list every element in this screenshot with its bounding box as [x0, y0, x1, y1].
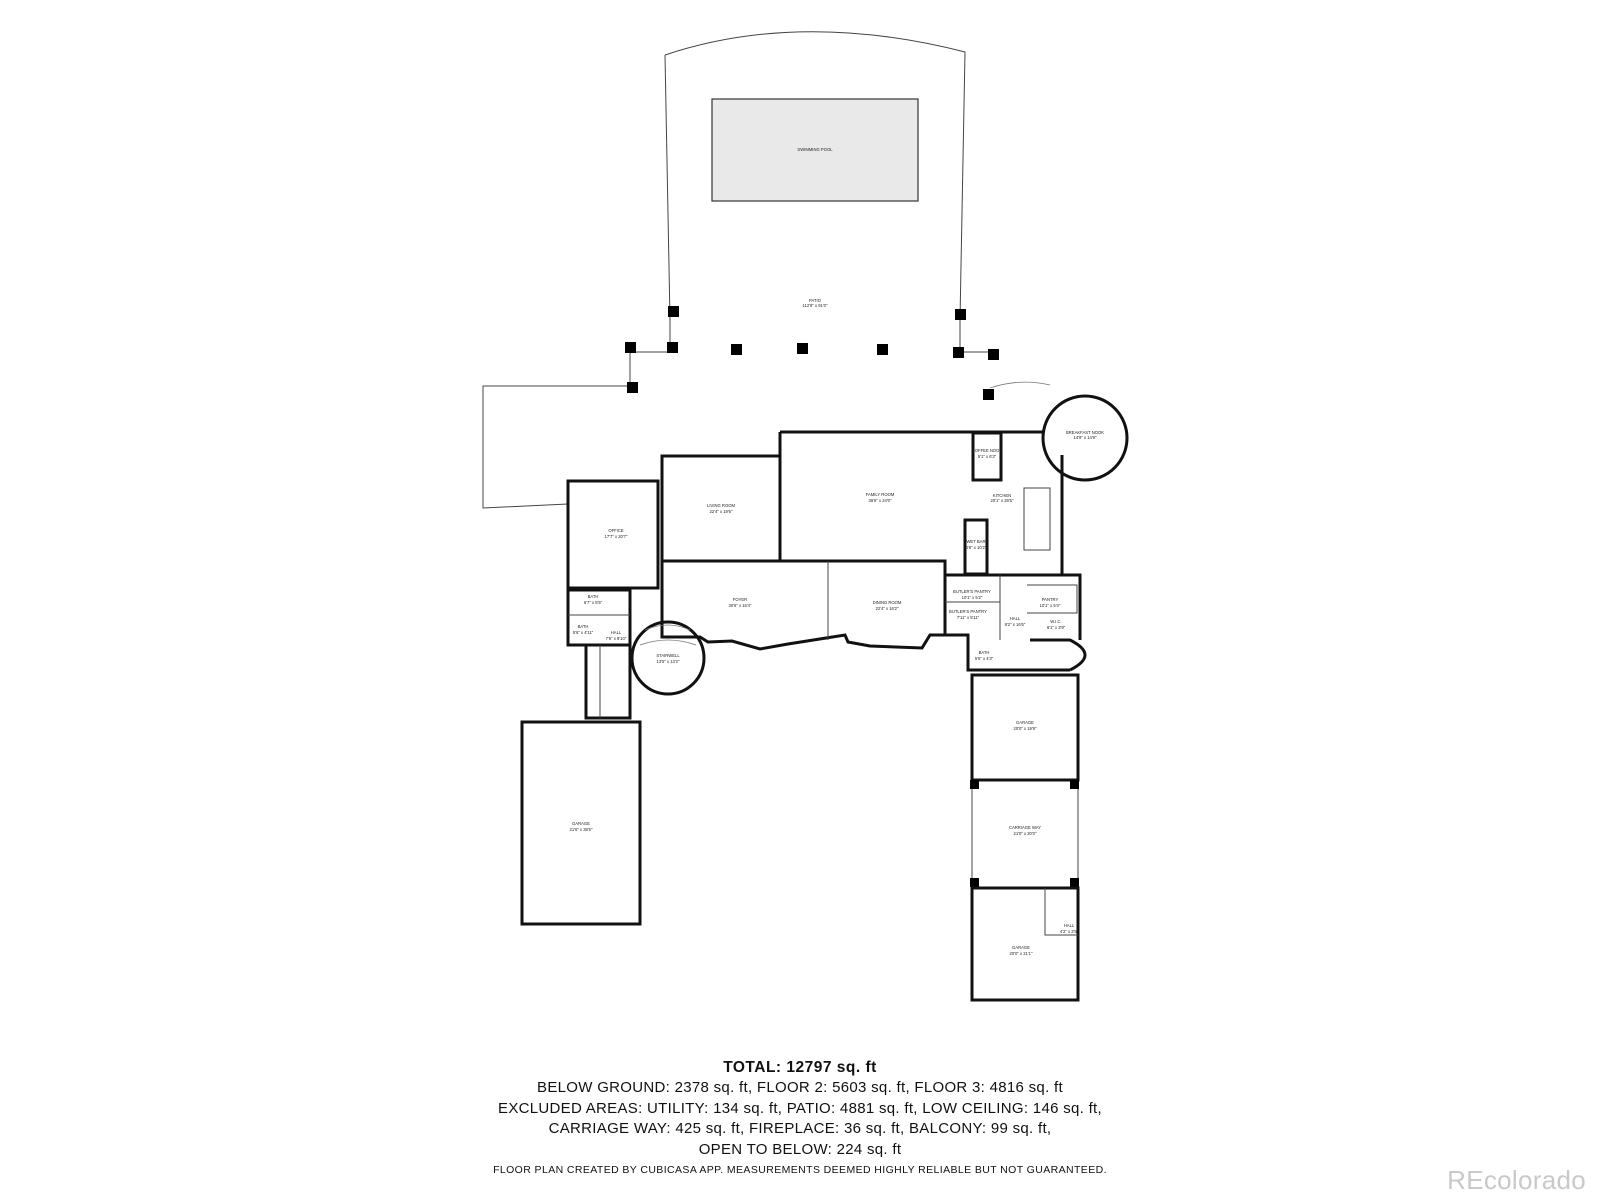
room-label-coffee-nook: COFFEE NOOK [972, 448, 1003, 453]
room-dims-pantry: 10'1" x 5'4" [1040, 603, 1061, 608]
patio-area [482, 31, 1051, 509]
room-dims-stairwell: 13'5" x 13'2" [657, 659, 680, 664]
room-label-wet-bar: WET BAR [966, 539, 985, 544]
room-dims-foyer: 30'6" x 16'4" [729, 603, 752, 608]
room-label-stairwell: STAIRWELL [656, 653, 680, 658]
room-dims-family-room: 36'6" x 24'0" [869, 498, 892, 503]
room-dims-hall-2: 7'6" x 8'10" [606, 636, 627, 641]
room-dims-bath-2: 5'6" x 4'11" [573, 630, 594, 635]
room-label-patio: PATIO [809, 298, 822, 303]
room-label-kitchen: KITCHEN [993, 493, 1011, 498]
room-label-garage-south: GARAGE [1012, 945, 1030, 950]
swimming-pool [711, 98, 919, 202]
total-area: TOTAL: 12797 sq. ft [723, 1059, 877, 1076]
room-label-office: OFFICE [608, 528, 624, 533]
room-dims-butlers-pantry-2: 7'11" x 5'11" [957, 615, 980, 620]
room-label-dining-room: DINING ROOM [873, 600, 902, 605]
room-label-pantry: PANTRY [1042, 597, 1059, 602]
room-dims-bath-1: 6'7" x 5'5" [584, 600, 603, 605]
room-label-breakfast-nook: BREAKFAST NOOK [1066, 430, 1104, 435]
room-dims-carriage-way: 21'0" x 20'0" [1014, 831, 1037, 836]
disclaimer: FLOOR PLAN CREATED BY CUBICASA APP. MEAS… [493, 1164, 1107, 1176]
room-label-bath-3: BATH [979, 650, 990, 655]
room-label-butlers-pantry-1: BUTLER'S PANTRY [953, 589, 991, 594]
room-labels: SWIMMING POOL PATIO 112'8" x 91'0" BREAK… [570, 147, 1105, 956]
room-dims-office: 17'7" x 20'7" [605, 534, 628, 539]
room-label-foyer: FOYER [733, 597, 747, 602]
room-dims-patio: 112'8" x 91'0" [803, 303, 828, 308]
watermark-logo: REcolorado [1447, 1165, 1586, 1195]
floor-plan-drawing: SWIMMING POOL PATIO 112'8" x 91'0" BREAK… [482, 31, 1129, 1002]
room-label-bath-1: BATH [588, 594, 599, 599]
room-dims-wet-bar: 4'8" x 10'2" [966, 545, 987, 550]
room-dims-bath-3: 5'5" x 4'3" [975, 656, 994, 661]
room-dims-garage-west: 21'6" x 38'5" [570, 827, 593, 832]
room-dims-hall-1: 8'2" x 16'6" [1005, 622, 1026, 627]
room-dims-wic: 6'1" x 3'9" [1047, 625, 1066, 630]
room-dims-butlers-pantry-1: 10'1" x 5'2" [962, 595, 983, 600]
room-label-carriage-way: CARRIAGE WAY [1009, 825, 1041, 830]
room-label-hall-1: HALL [1010, 616, 1021, 621]
room-label-bath-2: BATH [578, 624, 589, 629]
area-breakdown-line: CARRIAGE WAY: 425 sq. ft, FIREPLACE: 36 … [548, 1120, 1052, 1137]
room-dims-garage-east: 20'0" x 19'9" [1014, 726, 1037, 731]
room-label-wic: W.I.C. [1050, 619, 1061, 624]
area-breakdown-line: OPEN TO BELOW: 224 sq. ft [698, 1140, 902, 1158]
room-label-garage-east: GARAGE [1016, 720, 1034, 725]
room-dims-dining-room: 22'4" x 16'2" [876, 606, 899, 611]
area-breakdown-line: EXCLUDED AREAS: UTILITY: 134 sq. ft, PAT… [498, 1099, 1102, 1117]
room-label-swimming-pool: SWIMMING POOL [797, 147, 833, 152]
room-dims-hall-3: 4'2" x 2'5" [1060, 929, 1079, 934]
patio-columns [625, 306, 999, 400]
room-label-hall-2: HALL [611, 630, 622, 635]
room-dims-breakfast-nook: 14'9" x 14'9" [1074, 435, 1097, 440]
room-label-butlers-pantry-2: BUTLER'S PANTRY [949, 609, 987, 614]
room-dims-garage-south: 20'0" x 21'1" [1010, 951, 1033, 956]
room-label-garage-west: GARAGE [572, 821, 590, 826]
area-breakdown-line: BELOW GROUND: 2378 sq. ft, FLOOR 2: 5603… [537, 1079, 1063, 1096]
room-dims-coffee-nook: 5'1" x 6'3" [978, 454, 997, 459]
area-breakdown: BELOW GROUND: 2378 sq. ft, FLOOR 2: 5603… [0, 1078, 1600, 1160]
room-label-family-room: FAMILY ROOM [866, 492, 895, 497]
room-dims-living-room: 22'4" x 19'6" [710, 509, 733, 514]
room-dims-kitchen: 20'1" x 28'5" [991, 498, 1014, 503]
room-label-hall-3: HALL [1064, 923, 1075, 928]
room-label-living-room: LIVING ROOM [707, 503, 735, 508]
main-house-walls [520, 394, 1129, 1002]
